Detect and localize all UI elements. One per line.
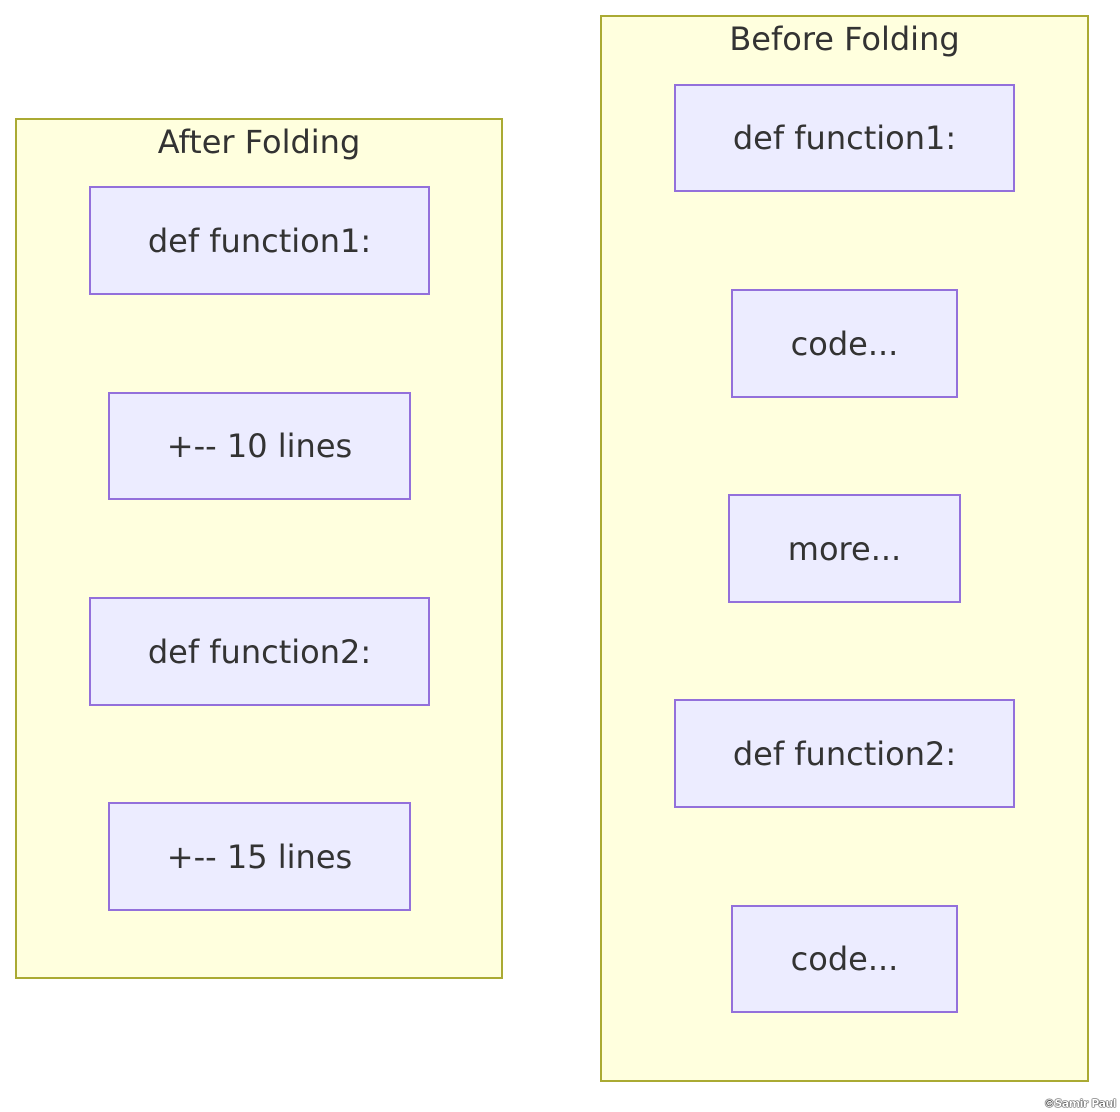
after-folding-title: After Folding	[157, 123, 361, 161]
before-node-code-2: code...	[731, 905, 958, 1013]
before-node-function2: def function2:	[674, 699, 1015, 808]
before-node-code-1: code...	[731, 289, 958, 398]
before-node-more: more...	[728, 494, 961, 603]
after-node-10-lines: +-- 10 lines	[108, 392, 411, 500]
after-node-function2: def function2:	[89, 597, 430, 706]
author-watermark: ©Samir Paul	[1043, 1097, 1117, 1110]
before-folding-title: Before Folding	[729, 20, 960, 58]
after-node-function1: def function1:	[89, 186, 430, 295]
before-node-function1: def function1:	[674, 84, 1015, 192]
after-node-15-lines: +-- 15 lines	[108, 802, 411, 911]
